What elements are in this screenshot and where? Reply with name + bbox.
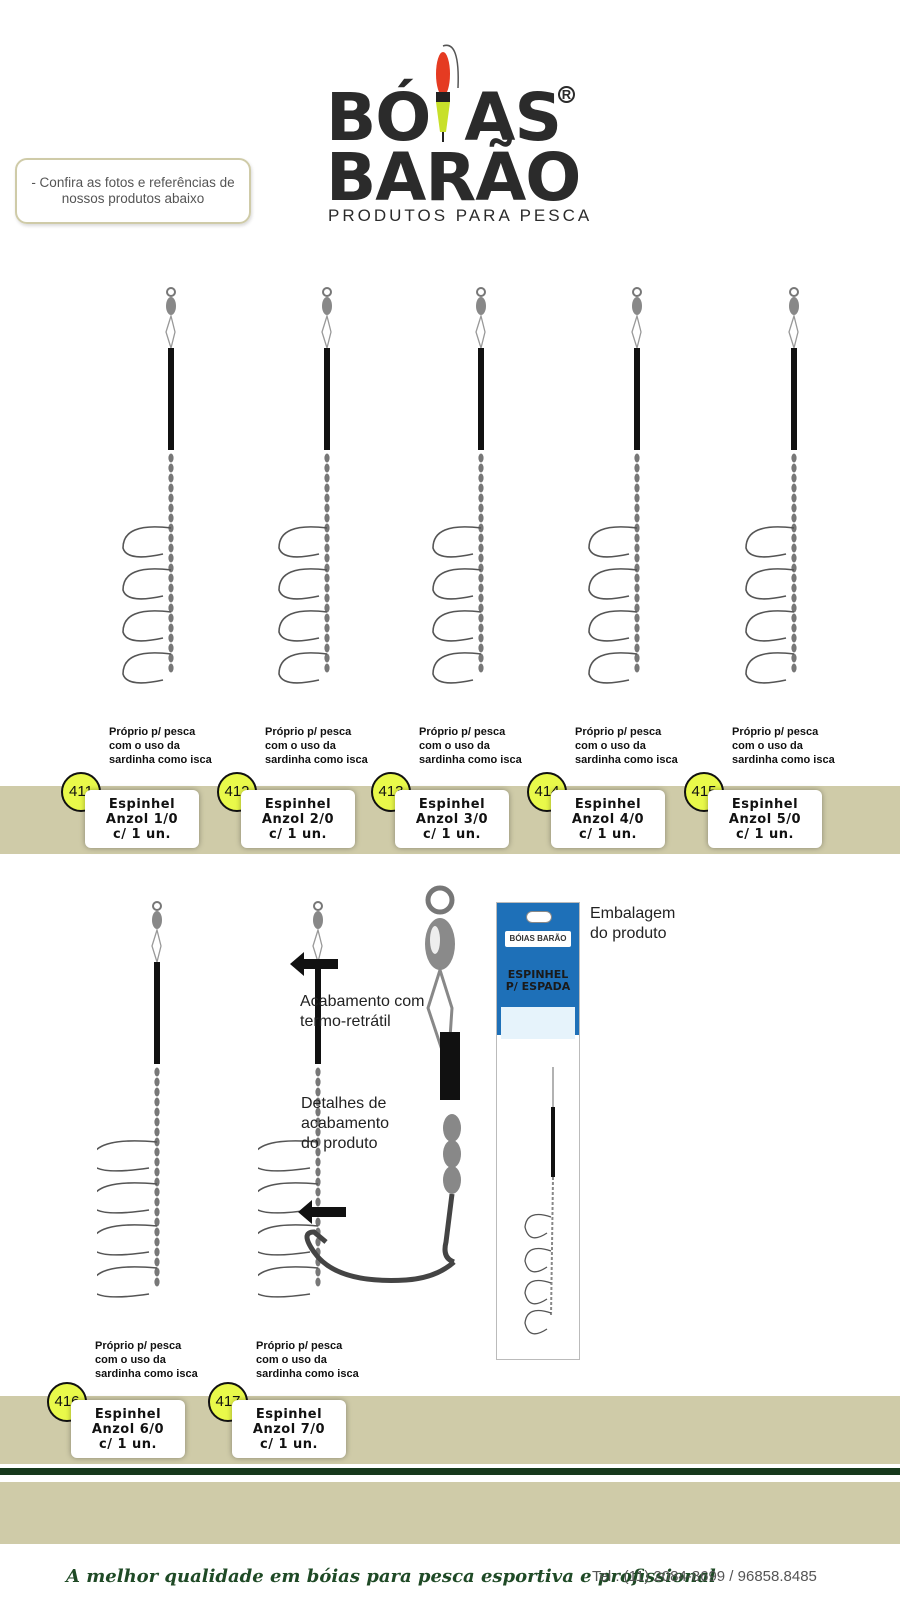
product-description: Próprio p/ pesca com o uso da sardinha com…	[419, 725, 529, 767]
product-description-line: Próprio p/ pesca	[95, 1340, 182, 1352]
product-label-name: Espinhel	[255, 1406, 323, 1422]
product-label-qty: c/ 1 un.	[736, 826, 794, 842]
hook-detail-image	[304, 885, 461, 1283]
product-package-image: BÓIAS BARÃO ESPINHEL P/ ESPADA	[496, 902, 580, 1360]
details-note: Detalhes de acabamento do produto	[301, 1094, 389, 1154]
logo-tagline: PRODUTOS PARA PESCA	[328, 206, 593, 225]
finish-note-line-1: Acabamento com	[300, 993, 425, 1010]
product-description-line: sardinha como isca	[109, 754, 212, 766]
notice-line-2: nossos produtos abaixo	[61, 191, 205, 206]
footer-stripe-top	[0, 1468, 900, 1475]
details-note-line-3: do produto	[301, 1135, 378, 1152]
product-description: Próprio p/ pesca com o uso da sardinha com…	[575, 725, 685, 767]
notice-box: - Confira as fotos e referências de noss…	[15, 158, 251, 224]
product-label-size: Anzol 7/0	[252, 1421, 326, 1437]
product-label-name: Espinhel	[108, 796, 176, 812]
product-label-size: Anzol 6/0	[91, 1421, 165, 1437]
product-label-qty: c/ 1 un.	[269, 826, 327, 842]
footer-slogan: A melhor qualidade em bóias para pesca e…	[66, 1566, 716, 1587]
product-description: Próprio p/ pesca com o uso da sardinha com…	[732, 725, 842, 767]
fishing-rig-image	[122, 287, 176, 684]
product-description-line: sardinha como isca	[419, 754, 522, 766]
product-description: Próprio p/ pesca com o uso da sardinha com…	[256, 1339, 366, 1381]
finish-note-line-2: termo-retrátil	[300, 1013, 391, 1030]
fishing-rig-image	[745, 287, 799, 684]
package-title: ESPINHEL P/ ESPADA	[499, 969, 577, 993]
product-description-line: sardinha como isca	[95, 1368, 198, 1380]
package-brand: BÓIAS BARÃO	[505, 931, 571, 947]
product-description-line: Próprio p/ pesca	[732, 726, 819, 738]
product-label-size: Anzol 1/0	[105, 811, 179, 827]
package-rig-icon	[524, 1067, 555, 1335]
product-description-line: com o uso da	[575, 740, 646, 752]
product-description-line: com o uso da	[109, 740, 180, 752]
product-label-name: Espinhel	[418, 796, 486, 812]
product-description-line: Próprio p/ pesca	[575, 726, 662, 738]
arrow-left-icon	[290, 952, 338, 976]
fishing-rig-image	[258, 901, 323, 1298]
registered-mark: R	[558, 86, 575, 103]
product-description: Próprio p/ pesca com o uso da sardinha com…	[109, 725, 219, 767]
fishing-rig-image	[588, 287, 642, 684]
footer-phone: Tel : (11) 2084-8699 / 96858.8485	[592, 1568, 817, 1585]
package-note-line-2: do produto	[590, 925, 667, 942]
product-description-line: Próprio p/ pesca	[265, 726, 352, 738]
logo-text-bo: BÓ	[326, 79, 431, 156]
product-description-line: Próprio p/ pesca	[256, 1340, 343, 1352]
details-note-line-2: acabamento	[301, 1115, 390, 1132]
product-description-line: sardinha como isca	[256, 1368, 359, 1380]
product-description: Próprio p/ pesca com o uso da sardinha com…	[95, 1339, 205, 1381]
package-note-line-1: Embalagem	[590, 905, 676, 922]
logo-text-as: AS	[464, 79, 562, 156]
product-label-name: Espinhel	[94, 1406, 162, 1422]
product-label-size: Anzol 3/0	[415, 811, 489, 827]
product-description-line: com o uso da	[256, 1354, 327, 1366]
finish-note: Acabamento com termo-retrátil	[300, 992, 425, 1032]
package-hang-hole	[526, 911, 552, 923]
product-label-name: Espinhel	[731, 796, 799, 812]
product-label-qty: c/ 1 un.	[113, 826, 171, 842]
product-label-size: Anzol 5/0	[728, 811, 802, 827]
product-label-qty: c/ 1 un.	[260, 1436, 318, 1452]
product-label-qty: c/ 1 un.	[99, 1436, 157, 1452]
package-note: Embalagem do produto	[590, 904, 675, 944]
product-description-line: Próprio p/ pesca	[109, 726, 196, 738]
product-label-name: Espinhel	[264, 796, 332, 812]
product-label-size: Anzol 2/0	[261, 811, 335, 827]
product-description-line: Próprio p/ pesca	[419, 726, 506, 738]
notice-line-1: - Confira as fotos e referências de	[31, 175, 235, 190]
product-description: Próprio p/ pesca com o uso da sardinha com…	[265, 725, 375, 767]
package-title-line-1: ESPINHEL	[507, 968, 569, 981]
product-description-line: sardinha como isca	[732, 754, 835, 766]
product-label-qty: c/ 1 un.	[579, 826, 637, 842]
fishing-rig-image	[97, 901, 162, 1298]
package-window	[501, 1007, 575, 1039]
fishing-rig-image	[278, 287, 332, 684]
product-description-line: com o uso da	[95, 1354, 166, 1366]
package-title-line-2: P/ ESPADA	[505, 980, 571, 993]
product-description-line: sardinha como isca	[575, 754, 678, 766]
product-description-line: com o uso da	[732, 740, 803, 752]
product-description-line: com o uso da	[419, 740, 490, 752]
arrow-left-icon	[298, 1200, 346, 1224]
product-label-qty: c/ 1 un.	[423, 826, 481, 842]
footer-band	[0, 1482, 900, 1544]
product-label-size: Anzol 4/0	[571, 811, 645, 827]
product-description-line: com o uso da	[265, 740, 336, 752]
product-label-name: Espinhel	[574, 796, 642, 812]
logo-text-barao: BARÃO	[326, 139, 581, 216]
product-description-line: sardinha como isca	[265, 754, 368, 766]
details-note-line-1: Detalhes de	[301, 1095, 387, 1112]
fishing-rig-image	[432, 287, 486, 684]
float-icon	[436, 44, 459, 142]
